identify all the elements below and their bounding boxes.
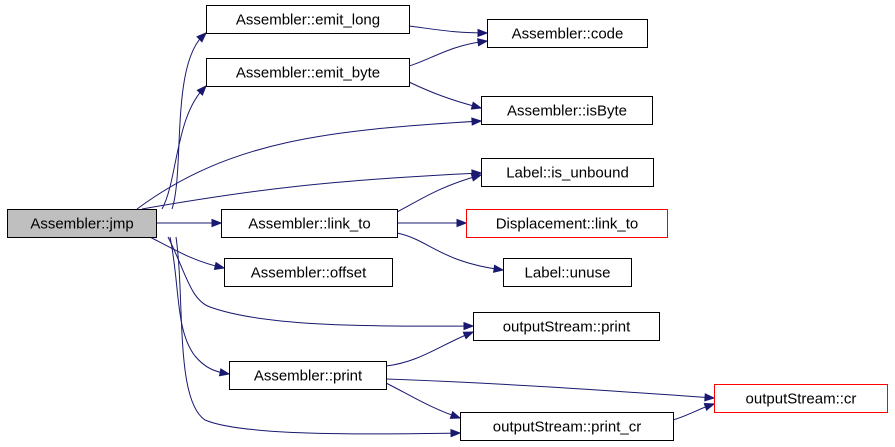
node-isByte[interactable]: Assembler::isByte	[481, 96, 653, 125]
edge-arrowhead	[470, 101, 483, 110]
edge-line	[385, 331, 474, 367]
node-asm_print[interactable]: Assembler::print	[229, 361, 387, 390]
edge-arrowhead	[477, 28, 489, 38]
edge-arrowhead	[462, 331, 475, 340]
edge-line	[408, 40, 488, 67]
edge-jmp-to-asm_print	[169, 236, 231, 377]
edge-arrowhead	[493, 264, 505, 273]
edge-line	[149, 236, 225, 269]
node-os_print_cr[interactable]: outputStream::print_cr	[460, 412, 674, 441]
node-box[interactable]	[460, 412, 674, 441]
node-code[interactable]: Assembler::code	[487, 19, 648, 48]
edge-link_to-to-unuse	[396, 232, 505, 273]
edge-arrowhead	[471, 117, 483, 126]
edge-arrowhead	[470, 173, 483, 182]
edge-jmp-to-offset	[149, 236, 226, 270]
edge-line	[167, 236, 474, 327]
node-jmp[interactable]: Assembler::jmp	[7, 209, 157, 238]
edge-link_to-to-disp_link_to	[397, 218, 468, 228]
edge-line	[408, 81, 482, 109]
edge-arrowhead	[450, 428, 462, 438]
node-box[interactable]	[487, 19, 648, 48]
edge-line	[141, 172, 482, 210]
node-box[interactable]	[503, 258, 632, 287]
edge-emit_byte-to-code	[408, 38, 489, 67]
edge-line	[161, 85, 207, 210]
node-box[interactable]	[473, 312, 660, 341]
edge-jmp-to-link_to	[156, 218, 223, 228]
node-os_cr[interactable]: outputStream::cr	[714, 384, 888, 413]
edge-line	[396, 232, 504, 271]
edge-os_print_cr-to-os_cr	[672, 403, 716, 421]
node-box[interactable]	[714, 384, 888, 413]
node-label: Assembler::emit_byte	[236, 65, 380, 82]
node-label: Assembler::offset	[251, 265, 367, 282]
node-box[interactable]	[481, 96, 653, 125]
node-label: outputStream::print	[503, 319, 631, 336]
edge-line	[385, 382, 461, 419]
node-label: Label::is_unbound	[506, 165, 629, 182]
node-box[interactable]	[221, 209, 398, 238]
edge-line	[169, 236, 230, 375]
edge-arrowhead	[449, 410, 462, 419]
edge-asm_print-to-os_cr	[385, 378, 716, 402]
edge-jmp-to-emit_byte	[161, 84, 207, 210]
edge-arrowhead	[703, 403, 716, 412]
edge-asm_print-to-os_print	[385, 331, 475, 367]
node-label: Displacement::link_to	[496, 216, 639, 233]
edge-arrowhead	[477, 38, 489, 47]
edge-jmp-to-is_unbound	[141, 169, 483, 210]
edge-jmp-to-os_print_cr	[175, 236, 462, 438]
edge-arrowhead	[213, 261, 226, 270]
edge-line	[385, 378, 715, 399]
edge-line	[175, 236, 461, 435]
node-box[interactable]	[206, 5, 410, 34]
edge-line	[408, 25, 488, 34]
edge-line	[396, 174, 482, 213]
node-disp_link_to[interactable]: Displacement::link_to	[466, 209, 668, 238]
node-emit_byte[interactable]: Assembler::emit_byte	[206, 58, 410, 87]
node-os_print[interactable]: outputStream::print	[473, 312, 660, 341]
edge-jmp-to-isByte	[136, 117, 483, 210]
node-offset[interactable]: Assembler::offset	[224, 258, 393, 287]
node-is_unbound[interactable]: Label::is_unbound	[481, 158, 654, 187]
edge-link_to-to-is_unbound	[396, 173, 483, 213]
node-label: Assembler::code	[512, 26, 624, 43]
node-box[interactable]	[481, 158, 654, 187]
edge-arrowhead	[463, 321, 475, 331]
node-label: Assembler::isByte	[507, 103, 627, 120]
edge-line	[171, 32, 207, 210]
nodes-layer: Assembler::jmp Assembler::emit_longAssemb…	[7, 5, 888, 441]
edge-arrowhead	[456, 218, 468, 228]
edges-layer	[136, 25, 716, 438]
edge-jmp-to-os_print	[167, 236, 475, 331]
node-box[interactable]	[466, 209, 668, 238]
edge-jmp-to-emit_long	[171, 32, 207, 210]
node-label: outputStream::print_cr	[493, 419, 641, 436]
node-box[interactable]	[206, 58, 410, 87]
node-label: Assembler::emit_long	[236, 12, 380, 29]
node-label: Label::unuse	[525, 265, 611, 282]
node-emit_long[interactable]: Assembler::emit_long	[206, 5, 410, 34]
edge-arrowhead	[196, 84, 207, 96]
node-label: Assembler::jmp	[30, 216, 133, 233]
edge-emit_long-to-code	[408, 25, 489, 38]
node-box[interactable]	[224, 258, 393, 287]
node-box[interactable]	[229, 361, 387, 390]
edge-arrowhead	[211, 218, 223, 228]
node-label: Assembler::link_to	[248, 216, 371, 233]
edge-arrowhead	[218, 368, 231, 377]
edge-emit_byte-to-isByte	[408, 81, 483, 110]
node-unuse[interactable]: Label::unuse	[503, 258, 632, 287]
edge-arrowhead	[704, 393, 716, 402]
node-label: outputStream::cr	[746, 391, 857, 408]
edge-line	[136, 120, 482, 210]
edge-arrowhead	[196, 32, 207, 43]
node-link_to[interactable]: Assembler::link_to	[221, 209, 398, 238]
node-label: Assembler::print	[254, 368, 363, 385]
edge-asm_print-to-os_print_cr	[385, 382, 462, 419]
node-box[interactable]	[7, 209, 157, 238]
